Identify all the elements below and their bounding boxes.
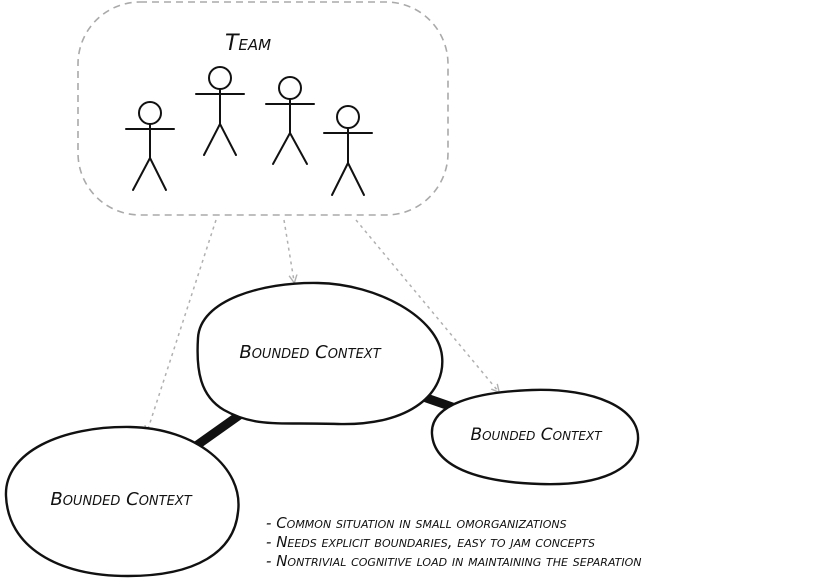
arrow-team-to-left-context — [147, 219, 217, 432]
bounded-context-center — [196, 281, 444, 426]
team-member-4 — [323, 105, 373, 196]
note-item: Needs explicit boundaries, easy to jam c… — [266, 533, 642, 552]
arrow-team-to-right-context — [355, 219, 498, 391]
team-member-2 — [195, 66, 245, 156]
team-container — [77, 1, 449, 216]
note-item: Common situation in small omorganization… — [266, 514, 642, 533]
bounded-context-right-label: Bounded Context — [470, 425, 603, 445]
team-title: Team — [225, 31, 271, 56]
team-member-1 — [125, 101, 175, 191]
note-item: Nontrivial cognitive load in maintaining… — [266, 552, 641, 571]
bounded-context-left-label: Bounded Context — [50, 489, 192, 510]
team-member-3 — [265, 76, 315, 165]
bounded-context-center-label: Bounded Context — [239, 342, 381, 363]
bounded-context-left — [4, 425, 240, 578]
notes-list: Common situation in small omorganization… — [266, 514, 642, 571]
arrow-team-to-center-context — [283, 219, 294, 281]
bounded-context-right — [430, 388, 640, 486]
